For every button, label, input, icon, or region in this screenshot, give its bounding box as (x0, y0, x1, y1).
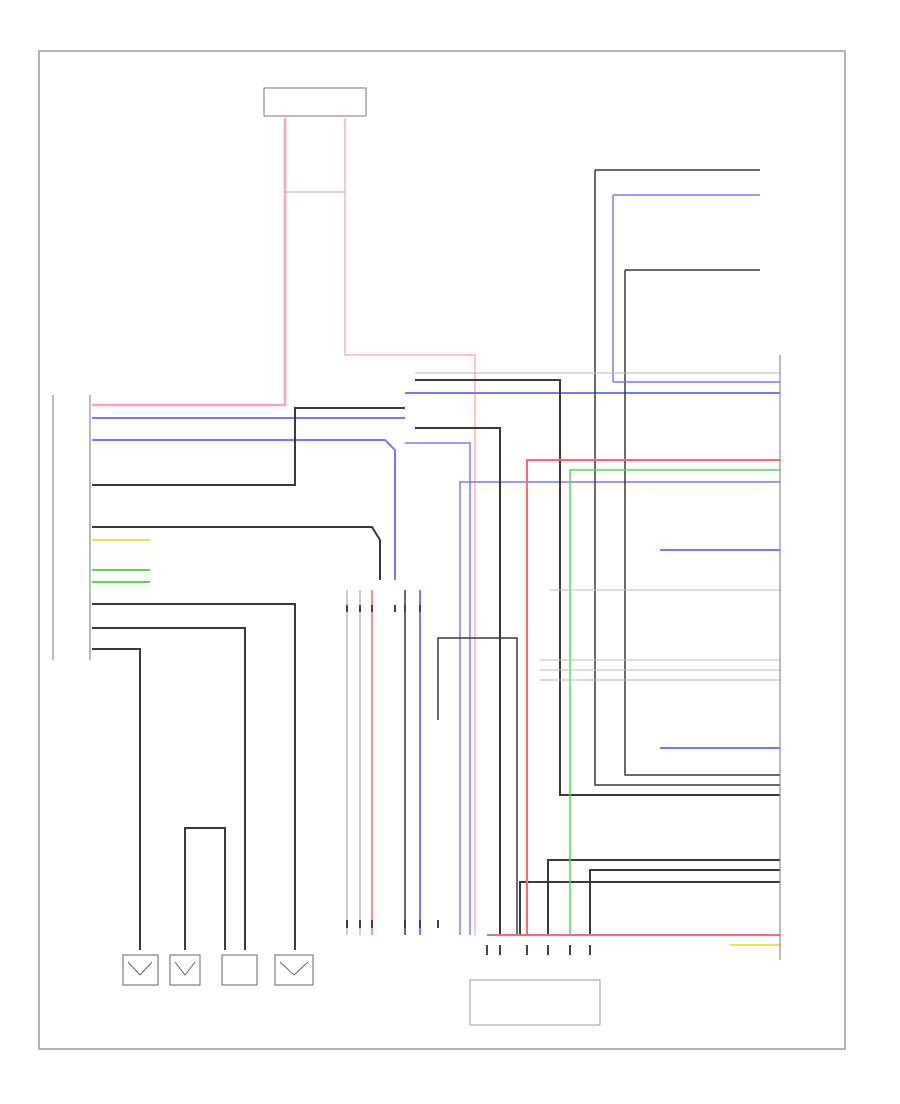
wire-green-1 (569, 469, 780, 935)
sensor-3 (221, 954, 258, 986)
wire-black-4 (92, 627, 246, 950)
wire-black-1 (92, 407, 405, 486)
wire-black-12 (594, 170, 780, 786)
wire-pink-2 (344, 118, 476, 935)
wire-red-1 (526, 459, 780, 935)
wire-black-2 (92, 526, 381, 580)
wire-black-6 (184, 827, 226, 950)
wire-blue-5 (459, 481, 780, 935)
wire-blue-2 (92, 439, 396, 580)
sensor-2 (169, 954, 201, 986)
connector-ticks (346, 605, 591, 955)
wire-black-11 (589, 869, 780, 935)
wire-pink-1 (92, 118, 287, 407)
wire-black-3 (92, 603, 296, 950)
wire-black-8 (415, 427, 501, 935)
wire-black-5 (92, 648, 141, 950)
bottom-center-module (469, 979, 601, 1026)
sensor-4 (274, 954, 314, 986)
wire-black-9 (519, 881, 780, 935)
top-module-box (263, 87, 367, 117)
wire-black-7 (415, 379, 780, 796)
wire-black-10 (547, 859, 780, 935)
wire-black-14 (624, 270, 780, 776)
sensor-1 (122, 954, 159, 986)
wire-blue-4 (405, 442, 471, 935)
wire-black-16 (437, 637, 518, 935)
diagram-frame (38, 50, 846, 1050)
wire-blue-hidden (405, 395, 780, 418)
